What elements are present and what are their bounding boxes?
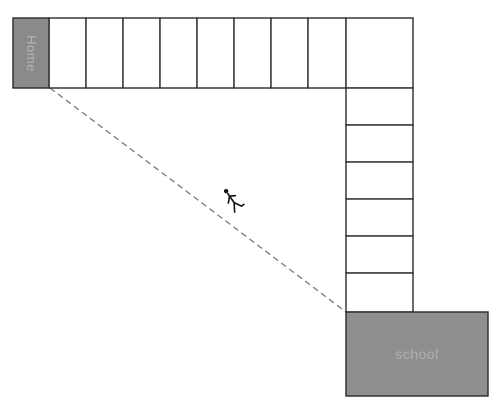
sidewalk-square bbox=[196, 17, 235, 89]
dashed-shortcut-path bbox=[49, 87, 347, 313]
sidewalk-square bbox=[345, 161, 414, 200]
sidewalk-square bbox=[307, 17, 347, 89]
horizontal-sidewalk bbox=[48, 17, 414, 89]
walking-person-icon bbox=[223, 188, 245, 213]
school-block bbox=[345, 311, 489, 397]
sidewalk-square bbox=[345, 87, 414, 126]
sidewalk-square bbox=[345, 198, 414, 237]
sidewalk-square bbox=[122, 17, 161, 89]
sidewalk-square bbox=[233, 17, 272, 89]
home-block bbox=[12, 17, 50, 89]
sidewalk-square bbox=[85, 17, 124, 89]
sidewalk-square bbox=[48, 17, 87, 89]
sidewalk-square bbox=[159, 17, 198, 89]
sidewalk-square bbox=[345, 124, 414, 163]
sidewalk-square bbox=[270, 17, 309, 89]
vertical-sidewalk bbox=[345, 87, 414, 313]
sidewalk-square bbox=[345, 235, 414, 274]
sidewalk-square bbox=[345, 272, 414, 313]
sidewalk-corner-square bbox=[345, 17, 414, 89]
